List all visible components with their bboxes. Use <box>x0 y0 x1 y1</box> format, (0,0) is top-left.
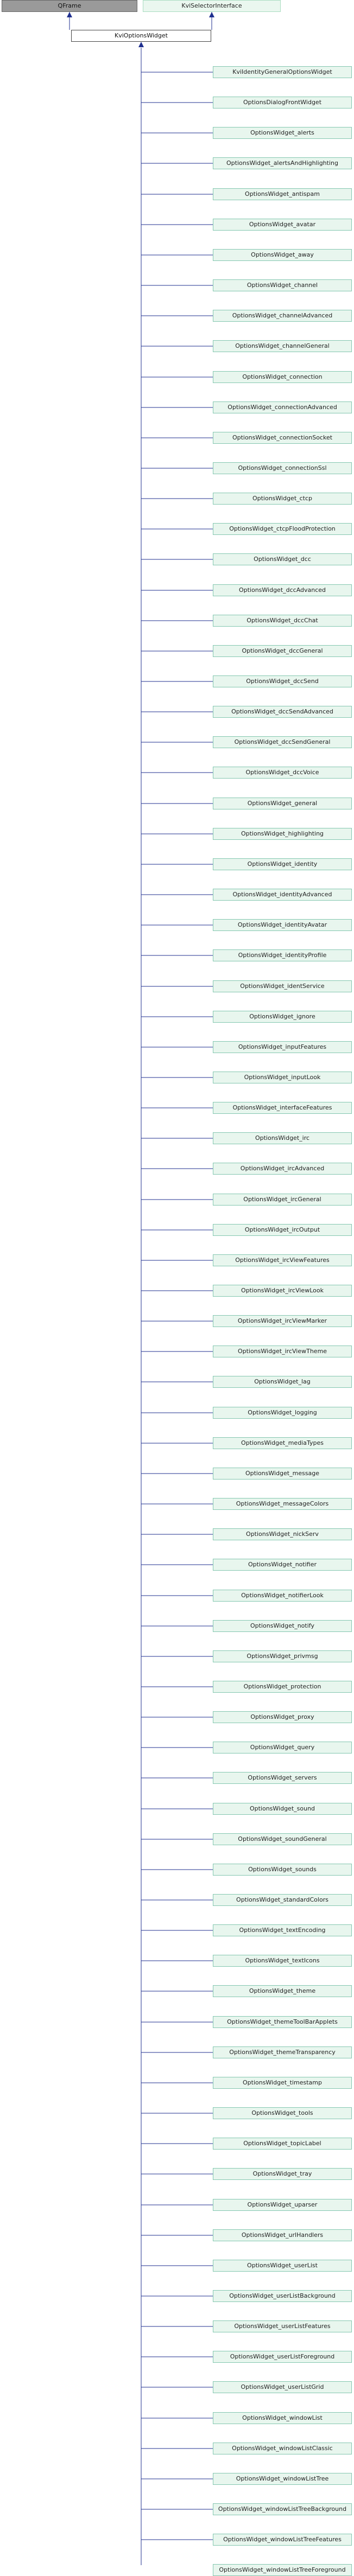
node-child-class[interactable]: OptionsWidget_privmsg <box>213 1650 352 1662</box>
node-child-class[interactable]: OptionsWidget_connection <box>213 371 352 383</box>
node-child-class[interactable]: OptionsWidget_general <box>213 798 352 809</box>
node-child-class[interactable]: OptionsWidget_textIcons <box>213 1955 352 1967</box>
node-child-class[interactable]: OptionsWidget_userListForeground <box>213 2351 352 2363</box>
node-child-class[interactable]: OptionsWidget_connectionSsl <box>213 462 352 474</box>
node-qframe[interactable]: QFrame <box>2 0 137 12</box>
node-child-class[interactable]: OptionsWidget_dccVoice <box>213 767 352 779</box>
node-child-class[interactable]: OptionsWidget_interfaceFeatures <box>213 1102 352 1114</box>
node-child-class[interactable]: KviIdentityGeneralOptionsWidget <box>213 66 352 78</box>
node-child-class[interactable]: OptionsWidget_ircOutput <box>213 1224 352 1236</box>
node-child-class[interactable]: OptionsWidget_ctcpFloodProtection <box>213 523 352 535</box>
node-child-class[interactable]: OptionsWidget_ignore <box>213 1011 352 1023</box>
node-child-class[interactable]: OptionsWidget_channel <box>213 279 352 291</box>
node-child-class[interactable]: OptionsWidget_inputFeatures <box>213 1041 352 1053</box>
node-child-class[interactable]: OptionsWidget_irc <box>213 1132 352 1144</box>
node-child-class[interactable]: OptionsWidget_dcc <box>213 553 352 565</box>
node-child-class[interactable]: OptionsWidget_ctcp <box>213 493 352 505</box>
edge-arrow-qframe <box>67 12 72 17</box>
node-child-class[interactable]: OptionsWidget_ircViewTheme <box>213 1346 352 1357</box>
node-child-class[interactable]: OptionsWidget_identService <box>213 980 352 992</box>
node-child-class[interactable]: OptionsWidget_avatar <box>213 219 352 231</box>
node-child-class[interactable]: OptionsWidget_dccSendGeneral <box>213 736 352 748</box>
node-child-class[interactable]: OptionsWidget_sounds <box>213 1864 352 1876</box>
node-child-class[interactable]: OptionsWidget_userListFeatures <box>213 2320 352 2332</box>
node-child-class[interactable]: OptionsWidget_windowListTreeFeatures <box>213 2534 352 2546</box>
node-child-class[interactable]: OptionsWidget_timestamp <box>213 2077 352 2089</box>
node-child-class[interactable]: OptionsWidget_protection <box>213 1681 352 1693</box>
node-child-class[interactable]: OptionsWidget_userListGrid <box>213 2381 352 2393</box>
edge-arrow-root <box>138 42 144 47</box>
node-child-class[interactable]: OptionsWidget_tray <box>213 2168 352 2180</box>
node-child-class[interactable]: OptionsWidget_dccGeneral <box>213 645 352 657</box>
node-selector-interface[interactable]: KviSelectorInterface <box>143 0 281 12</box>
node-child-class[interactable]: OptionsWidget_proxy <box>213 1711 352 1723</box>
node-child-class[interactable]: OptionsWidget_dccSendAdvanced <box>213 706 352 718</box>
node-child-class[interactable]: OptionsWidget_messageColors <box>213 1498 352 1510</box>
node-child-class[interactable]: OptionsWidget_nickServ <box>213 1528 352 1540</box>
node-child-class[interactable]: OptionsWidget_uparser <box>213 2199 352 2211</box>
node-child-class[interactable]: OptionsWidget_highlighting <box>213 828 352 840</box>
node-child-class[interactable]: OptionsWidget_windowListTree <box>213 2473 352 2485</box>
node-child-class[interactable]: OptionsWidget_dccSend <box>213 675 352 687</box>
node-child-class[interactable]: OptionsWidget_urlHandlers <box>213 2229 352 2241</box>
node-child-class[interactable]: OptionsWidget_query <box>213 1742 352 1754</box>
node-child-class[interactable]: OptionsWidget_themeToolBarApplets <box>213 2016 352 2028</box>
node-child-class[interactable]: OptionsWidget_ircViewFeatures <box>213 1254 352 1266</box>
node-child-class[interactable]: OptionsWidget_theme <box>213 1985 352 1997</box>
edge-arrow-interface <box>209 12 214 17</box>
node-child-class[interactable]: OptionsWidget_antispam <box>213 188 352 200</box>
node-child-class[interactable]: OptionsWidget_alertsAndHighlighting <box>213 157 352 169</box>
node-child-class[interactable]: OptionsWidget_standardColors <box>213 1894 352 1906</box>
node-child-class[interactable]: OptionsWidget_windowListTreeForeground <box>213 2564 352 2576</box>
node-child-class[interactable]: OptionsWidget_ircGeneral <box>213 1194 352 1206</box>
node-child-class[interactable]: OptionsWidget_channelGeneral <box>213 340 352 352</box>
node-child-class[interactable]: OptionsWidget_userListBackground <box>213 2290 352 2302</box>
node-child-class[interactable]: OptionsWidget_mediaTypes <box>213 1437 352 1449</box>
node-child-class[interactable]: OptionsWidget_themeTransparency <box>213 2046 352 2058</box>
node-child-class[interactable]: OptionsWidget_message <box>213 1468 352 1480</box>
node-child-class[interactable]: OptionsWidget_dccAdvanced <box>213 584 352 596</box>
node-child-class[interactable]: OptionsWidget_identityAvatar <box>213 919 352 931</box>
node-child-class[interactable]: OptionsWidget_notify <box>213 1620 352 1632</box>
node-child-class[interactable]: OptionsWidget_topicLabel <box>213 2138 352 2150</box>
node-child-class[interactable]: OptionsWidget_ircViewLook <box>213 1285 352 1297</box>
node-child-class[interactable]: OptionsWidget_notifierLook <box>213 1590 352 1602</box>
node-child-class[interactable]: OptionsWidget_inputLook <box>213 1072 352 1083</box>
node-child-class[interactable]: OptionsWidget_identity <box>213 858 352 870</box>
node-child-class[interactable]: OptionsWidget_ircAdvanced <box>213 1163 352 1175</box>
node-child-class[interactable]: OptionsWidget_windowListTreeBackground <box>213 2503 352 2515</box>
node-child-class[interactable]: OptionsWidget_dccChat <box>213 615 352 627</box>
node-child-class[interactable]: OptionsWidget_tools <box>213 2107 352 2119</box>
node-child-class[interactable]: OptionsWidget_windowListClassic <box>213 2443 352 2454</box>
node-child-class[interactable]: OptionsWidget_logging <box>213 1407 352 1419</box>
node-child-class[interactable]: OptionsWidget_away <box>213 249 352 261</box>
node-child-class[interactable]: OptionsWidget_sound <box>213 1803 352 1815</box>
node-child-class[interactable]: OptionsWidget_soundGeneral <box>213 1833 352 1845</box>
node-child-class[interactable]: OptionsWidget_windowList <box>213 2412 352 2424</box>
node-child-class[interactable]: OptionsWidget_alerts <box>213 127 352 139</box>
node-child-class[interactable]: OptionsWidget_userList <box>213 2260 352 2272</box>
node-child-class[interactable]: OptionsWidget_lag <box>213 1376 352 1388</box>
node-child-class[interactable]: OptionsWidget_channelAdvanced <box>213 310 352 322</box>
node-child-class[interactable]: OptionsWidget_textEncoding <box>213 1924 352 1936</box>
node-child-class[interactable]: OptionsWidget_connectionAdvanced <box>213 401 352 413</box>
node-options-widget-root[interactable]: KviOptionsWidget <box>71 30 211 42</box>
node-child-class[interactable]: OptionsWidget_connectionSocket <box>213 432 352 444</box>
node-child-class[interactable]: OptionsDialogFrontWidget <box>213 97 352 109</box>
node-child-class[interactable]: OptionsWidget_identityProfile <box>213 949 352 961</box>
node-child-class[interactable]: OptionsWidget_identityAdvanced <box>213 889 352 901</box>
node-child-class[interactable]: OptionsWidget_ircViewMarker <box>213 1315 352 1327</box>
node-child-class[interactable]: OptionsWidget_notifier <box>213 1559 352 1571</box>
node-child-class[interactable]: OptionsWidget_servers <box>213 1772 352 1784</box>
